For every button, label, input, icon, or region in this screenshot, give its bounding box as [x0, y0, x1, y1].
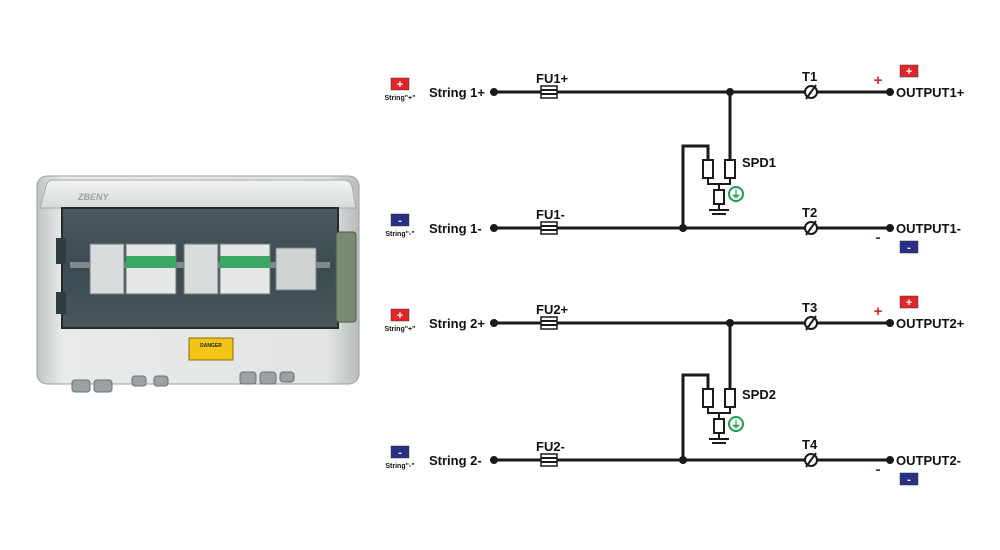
terminal-blocks	[275, 247, 317, 291]
spd-module-2	[219, 243, 271, 295]
spd1-branch: ⏚ SPD1	[681, 92, 776, 228]
output-sign-badge-3	[899, 295, 919, 309]
output-label-2: OUTPUT1-	[896, 221, 961, 236]
output-sign-badge-4	[899, 472, 919, 486]
polarity-mark-4: -	[876, 461, 881, 478]
fuse-label-1: FU1+	[536, 71, 569, 86]
terminal-label-2: T2	[802, 205, 817, 220]
fuse-label-2: FU1-	[536, 207, 565, 222]
input-node-1	[490, 88, 498, 96]
terminal-slash-3	[805, 315, 817, 331]
terminal-label-4: T4	[802, 437, 818, 452]
input-node-3	[490, 319, 498, 327]
spd1-ground-icon	[728, 186, 744, 202]
input-sign-caption-2: String"-"	[385, 231, 414, 238]
enclosure-lid	[39, 179, 357, 209]
fuse-symbol-4	[540, 453, 558, 467]
spd-module-1-band	[126, 256, 176, 268]
spd2-gap	[713, 418, 725, 434]
spd1-left-element	[702, 159, 714, 179]
terminal-slash-2	[805, 220, 817, 236]
breakers-group	[89, 243, 317, 295]
input-sign-badge-4	[390, 445, 410, 459]
spd2-ground-icon	[728, 416, 744, 432]
output-sign-badge-2	[899, 240, 919, 254]
junction-node-1	[726, 88, 734, 96]
spd1-right-element	[724, 159, 736, 179]
spd1-gap	[713, 189, 725, 205]
cable-glands	[71, 371, 295, 393]
polarity-mark-3: +	[874, 303, 883, 320]
terminal-slash-1	[805, 84, 817, 100]
junction-node-4	[679, 456, 687, 464]
spd2-right-element	[724, 388, 736, 408]
fuse-label-3: FU2+	[536, 302, 569, 317]
fuse-label-4: FU2-	[536, 439, 565, 454]
warning-label	[188, 337, 234, 361]
polarity-mark-1: +	[874, 72, 883, 89]
spd1-ground-glyph: ⏚	[731, 189, 741, 201]
input-sign-caption-3: String"+"	[385, 326, 416, 333]
spd1-label: SPD1	[742, 155, 776, 170]
output-sign-badge-1	[899, 64, 919, 78]
warning-label-text: DANGER	[200, 343, 222, 349]
brand-logo: ZBENY	[77, 192, 109, 202]
output-node-1	[886, 88, 894, 96]
spd2-branch: ⏚ SPD2	[681, 323, 776, 460]
output-node-4	[886, 456, 894, 464]
output-node-2	[886, 224, 894, 232]
input-sign-text-4: -	[398, 447, 402, 459]
input-sign-badge-1	[390, 77, 410, 91]
output-label-3: OUTPUT2+	[896, 316, 965, 331]
fuse-symbol-1	[540, 85, 558, 99]
string-name-2: String 1-	[429, 221, 482, 236]
spd2-left-element	[702, 388, 714, 408]
output-sign-text-3: +	[906, 297, 912, 309]
terminal-label-3: T3	[802, 300, 817, 315]
input-node-4	[490, 456, 498, 464]
spd2-label: SPD2	[742, 387, 776, 402]
junction-node-3	[726, 319, 734, 327]
output-label-4: OUTPUT2-	[896, 453, 961, 468]
output-sign-text-2: -	[907, 242, 911, 254]
output-sign-text-1: +	[906, 66, 912, 78]
input-sign-text-1: +	[397, 79, 403, 91]
left-hinge-lower	[56, 292, 66, 314]
left-hinge	[56, 238, 66, 264]
input-sign-caption-4: String"-"	[385, 463, 414, 470]
polarity-mark-2: -	[876, 229, 881, 246]
spd-module-1	[125, 243, 177, 295]
right-latch	[335, 231, 357, 323]
wiring-diagram: ⏚ SPD1 ⏚ SPD2 + String"+" String 1+ FU1+ T1O…	[385, 64, 965, 486]
input-sign-badge-2	[390, 213, 410, 227]
string-name-1: String 1+	[429, 85, 485, 100]
terminal-slash-4	[805, 452, 817, 468]
string-name-3: String 2+	[429, 316, 485, 331]
output-sign-text-4: -	[907, 474, 911, 486]
fuse-symbol-2	[540, 221, 558, 235]
input-sign-badge-3	[390, 308, 410, 322]
string-name-4: String 2-	[429, 453, 482, 468]
input-node-2	[490, 224, 498, 232]
output-label-1: OUTPUT1+	[896, 85, 965, 100]
terminal-label-1: T1	[802, 69, 817, 84]
output-node-3	[886, 319, 894, 327]
input-sign-text-2: -	[398, 215, 402, 227]
fuse-holder-1	[89, 243, 125, 295]
input-sign-text-3: +	[397, 310, 403, 322]
fuse-holder-2	[183, 243, 219, 295]
junction-node-2	[679, 224, 687, 232]
combiner-box-photo: ZBENY DANGER	[36, 175, 360, 393]
fuse-symbol-3	[540, 316, 558, 330]
spd2-ground-glyph: ⏚	[731, 419, 741, 431]
input-sign-caption-1: String"+"	[385, 95, 416, 102]
spd-module-2-band	[220, 256, 270, 268]
